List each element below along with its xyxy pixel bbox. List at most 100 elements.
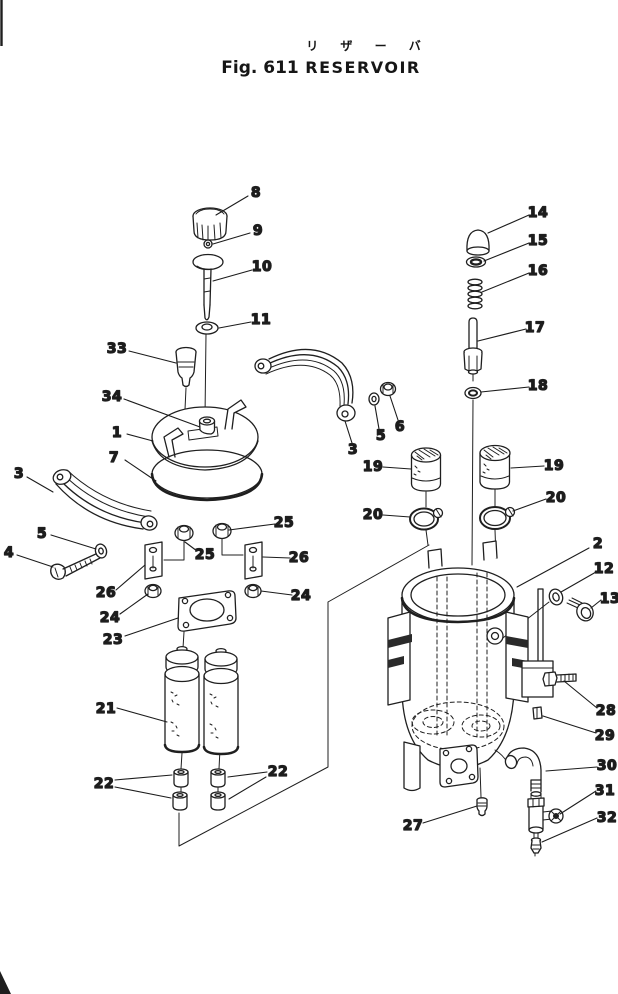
leader-line-part-4 [16, 554, 54, 568]
leader-line-part-27 [422, 805, 478, 824]
part-label-24: 24 [291, 588, 311, 604]
part-label-9: 9 [253, 223, 263, 239]
part-label-15: 15 [528, 233, 548, 249]
part-spring-16 [467, 278, 483, 310]
leader-line-part-29 [542, 715, 597, 734]
leader-line-part-22 [114, 774, 173, 781]
part-label-7: 7 [109, 450, 119, 466]
leader-line-part-11 [218, 321, 252, 329]
part-plug-27 [476, 797, 488, 817]
leader-line-part-34 [123, 398, 201, 428]
leader-line-part-30 [545, 766, 598, 772]
part-label-3: 3 [348, 442, 358, 458]
part-washer-18 [464, 386, 482, 400]
part-washer-12 [548, 588, 564, 606]
part-label-33: 33 [107, 341, 127, 357]
leader-line-part-22 [228, 776, 267, 800]
part-bracket-26-left [144, 541, 163, 580]
leader-line-part-8 [215, 195, 249, 216]
part-plug-13 [566, 597, 594, 622]
part-label-8: 8 [251, 185, 261, 201]
part-label-12: 12 [594, 561, 614, 577]
figure-title: RESERVOIR [305, 58, 421, 77]
leader-line-part-14 [487, 214, 530, 234]
leader-line-part-26 [262, 556, 291, 559]
part-drain-cock-31 [527, 791, 564, 839]
part-label-25: 25 [195, 547, 215, 563]
part-label-20: 20 [363, 507, 383, 523]
leader-line-part-23 [124, 617, 179, 637]
part-label-19: 19 [363, 459, 383, 475]
part-label-34: 34 [102, 389, 122, 405]
leader-line-part-28 [563, 680, 598, 709]
part-label-18: 18 [528, 378, 548, 394]
side-bracket [521, 588, 554, 698]
part-tank-2 [387, 540, 529, 792]
part-label-31: 31 [595, 783, 615, 799]
leader-line-part-24 [119, 593, 149, 615]
part-washer-5-left [94, 543, 108, 559]
leader-line-part-9 [212, 232, 251, 245]
leader-line-part-18 [480, 386, 530, 393]
leader-line-part-22 [114, 786, 172, 799]
part-clip-29 [532, 706, 543, 720]
assembly-axis-lines [163, 333, 550, 847]
part-label-6: 6 [395, 419, 405, 435]
leader-line-part-1 [126, 433, 154, 442]
part-grommet-11 [195, 321, 219, 335]
part-label-14: 14 [528, 205, 548, 221]
part-filler-neck-34 [198, 416, 216, 435]
part-label-3: 3 [14, 466, 24, 482]
part-bracket-26-right [244, 541, 263, 580]
part-bushing-22-b [172, 791, 188, 811]
leader-line-part-32 [541, 817, 598, 843]
part-cover-1 [151, 399, 259, 471]
part-bolt-4 [50, 552, 101, 580]
leader-line-part-15 [483, 242, 530, 262]
part-strainer-19-right [479, 444, 511, 490]
part-label-27: 27 [403, 818, 423, 834]
leader-line-part-7 [124, 459, 157, 482]
part-label-30: 30 [597, 758, 617, 774]
part-band-clamp-3-left [52, 469, 158, 531]
part-label-17: 17 [525, 320, 545, 336]
part-label-10: 10 [252, 259, 272, 275]
part-label-20: 20 [546, 490, 566, 506]
leader-line-part-6 [389, 395, 399, 421]
leader-line-part-16 [481, 272, 530, 293]
part-hose-clamp-20-right [479, 506, 516, 530]
part-label-26: 26 [289, 550, 309, 566]
leader-line-part-3 [344, 420, 353, 444]
part-filter-21-right [202, 647, 240, 756]
leader-line-part-13 [590, 599, 602, 609]
part-label-13: 13 [600, 591, 618, 607]
leader-line-part-25 [184, 541, 198, 552]
leader-line-part-17 [477, 328, 527, 342]
part-cap-nut-14 [466, 229, 490, 256]
leader-line-part-2 [516, 547, 590, 588]
part-filler-cap-8 [192, 207, 228, 241]
part-label-1: 1 [112, 425, 122, 441]
leader-line-part-20 [512, 498, 547, 512]
part-band-clamp-3-right [254, 348, 356, 422]
part-label-29: 29 [595, 728, 615, 744]
leader-line-part-25 [228, 523, 276, 531]
leader-line-part-24 [260, 590, 293, 596]
part-flange-plate-23 [177, 590, 237, 632]
part-label-19: 19 [544, 458, 564, 474]
part-strainer-19-left [410, 447, 442, 492]
part-sender-33 [175, 346, 197, 388]
part-elbow-30 [504, 747, 542, 793]
leader-line-part-20 [382, 514, 411, 518]
part-nut-24-right [244, 583, 262, 599]
part-washer-5-right [368, 392, 380, 406]
part-label-5: 5 [376, 428, 386, 444]
part-label-5: 5 [37, 526, 47, 542]
part-valve-stem-17 [463, 317, 483, 382]
leader-line-part-10 [212, 269, 253, 282]
part-label-11: 11 [251, 312, 271, 328]
part-label-4: 4 [4, 545, 14, 561]
